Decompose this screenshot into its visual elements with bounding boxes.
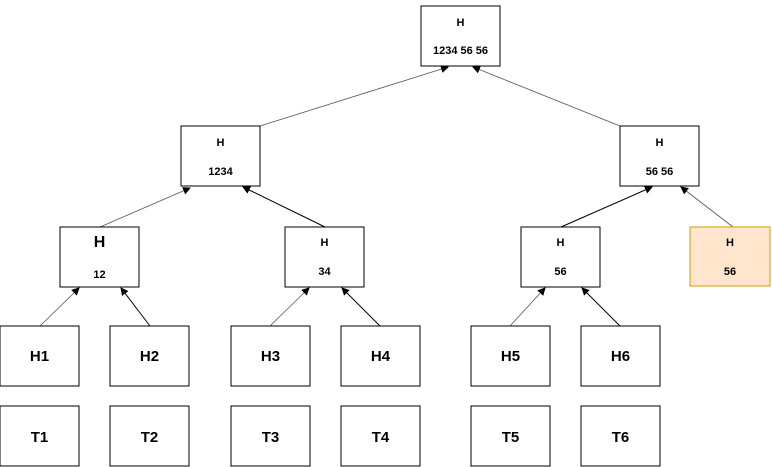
- node-34-header: H: [321, 237, 329, 249]
- edge-h4-to-34: [341, 287, 381, 327]
- leaf-hash-h3: H3: [230, 325, 311, 387]
- leaf-hash-h6: H6: [580, 325, 661, 387]
- transaction-t1-label: T1: [31, 429, 49, 446]
- leaf-hash-h1: H1: [0, 325, 80, 387]
- transaction-t5: T5: [470, 405, 551, 467]
- transaction-t6-label: T6: [612, 429, 630, 446]
- transaction-t5-label: T5: [502, 429, 520, 446]
- node-56-duplicate: H 56: [689, 226, 771, 287]
- node-12-header: H: [94, 234, 106, 251]
- node-root-header: H: [457, 17, 465, 29]
- node-56-duplicate-header: H: [726, 237, 734, 249]
- node-34-value: 34: [318, 266, 331, 278]
- transaction-t4-label: T4: [372, 429, 390, 446]
- leaf-hash-h2: H2: [109, 325, 190, 387]
- node-12-value: 12: [93, 269, 105, 281]
- edge-56-to-5656: [560, 186, 653, 228]
- edge-h5-to-56: [509, 287, 546, 327]
- node-root: H 1234 56 56: [420, 5, 501, 67]
- transaction-t4: T4: [340, 405, 421, 467]
- leaf-hash-h4: H4: [340, 325, 421, 387]
- edge-5656-to-root: [472, 65, 621, 127]
- edge-12-to-1234: [99, 187, 191, 228]
- leaf-hash-h5: H5: [470, 325, 551, 387]
- edge-h6-to-56: [581, 287, 621, 327]
- edge-1234-to-root: [259, 65, 449, 127]
- transaction-t1: T1: [0, 405, 80, 467]
- edge-h3-to-34: [269, 287, 310, 327]
- edge-56dup-to-5656: [680, 186, 734, 228]
- node-12: H 12: [59, 226, 140, 288]
- node-1234: H 1234: [180, 125, 261, 187]
- node-5656-header: H: [656, 137, 664, 149]
- edge-h1-to-12: [39, 287, 80, 327]
- node-1234-value: 1234: [208, 166, 233, 178]
- leaf-hash-h5-label: H5: [501, 348, 520, 365]
- node-5656: H 56 56: [619, 125, 700, 187]
- transaction-t3-label: T3: [262, 429, 280, 446]
- edge-34-to-1234: [242, 186, 326, 228]
- leaf-hash-h6-label: H6: [611, 348, 630, 365]
- edge-h2-to-12: [120, 287, 151, 327]
- node-root-value: 1234 56 56: [433, 45, 488, 57]
- transaction-t2: T2: [109, 405, 190, 467]
- node-56-duplicate-value: 56: [724, 266, 736, 278]
- leaf-hash-h1-label: H1: [30, 348, 49, 365]
- node-56-value: 56: [554, 266, 566, 278]
- node-56: H 56: [520, 226, 601, 288]
- transaction-t3: T3: [230, 405, 311, 467]
- transaction-t6: T6: [580, 405, 661, 467]
- node-56-header: H: [557, 237, 565, 249]
- transaction-t2-label: T2: [141, 429, 159, 446]
- leaf-hash-h4-label: H4: [371, 348, 391, 365]
- node-1234-header: H: [217, 137, 225, 149]
- leaf-hash-h2-label: H2: [140, 348, 159, 365]
- leaf-hash-h3-label: H3: [261, 348, 280, 365]
- node-34: H 34: [284, 226, 365, 288]
- node-5656-value: 56 56: [646, 166, 674, 178]
- edges: [39, 65, 734, 327]
